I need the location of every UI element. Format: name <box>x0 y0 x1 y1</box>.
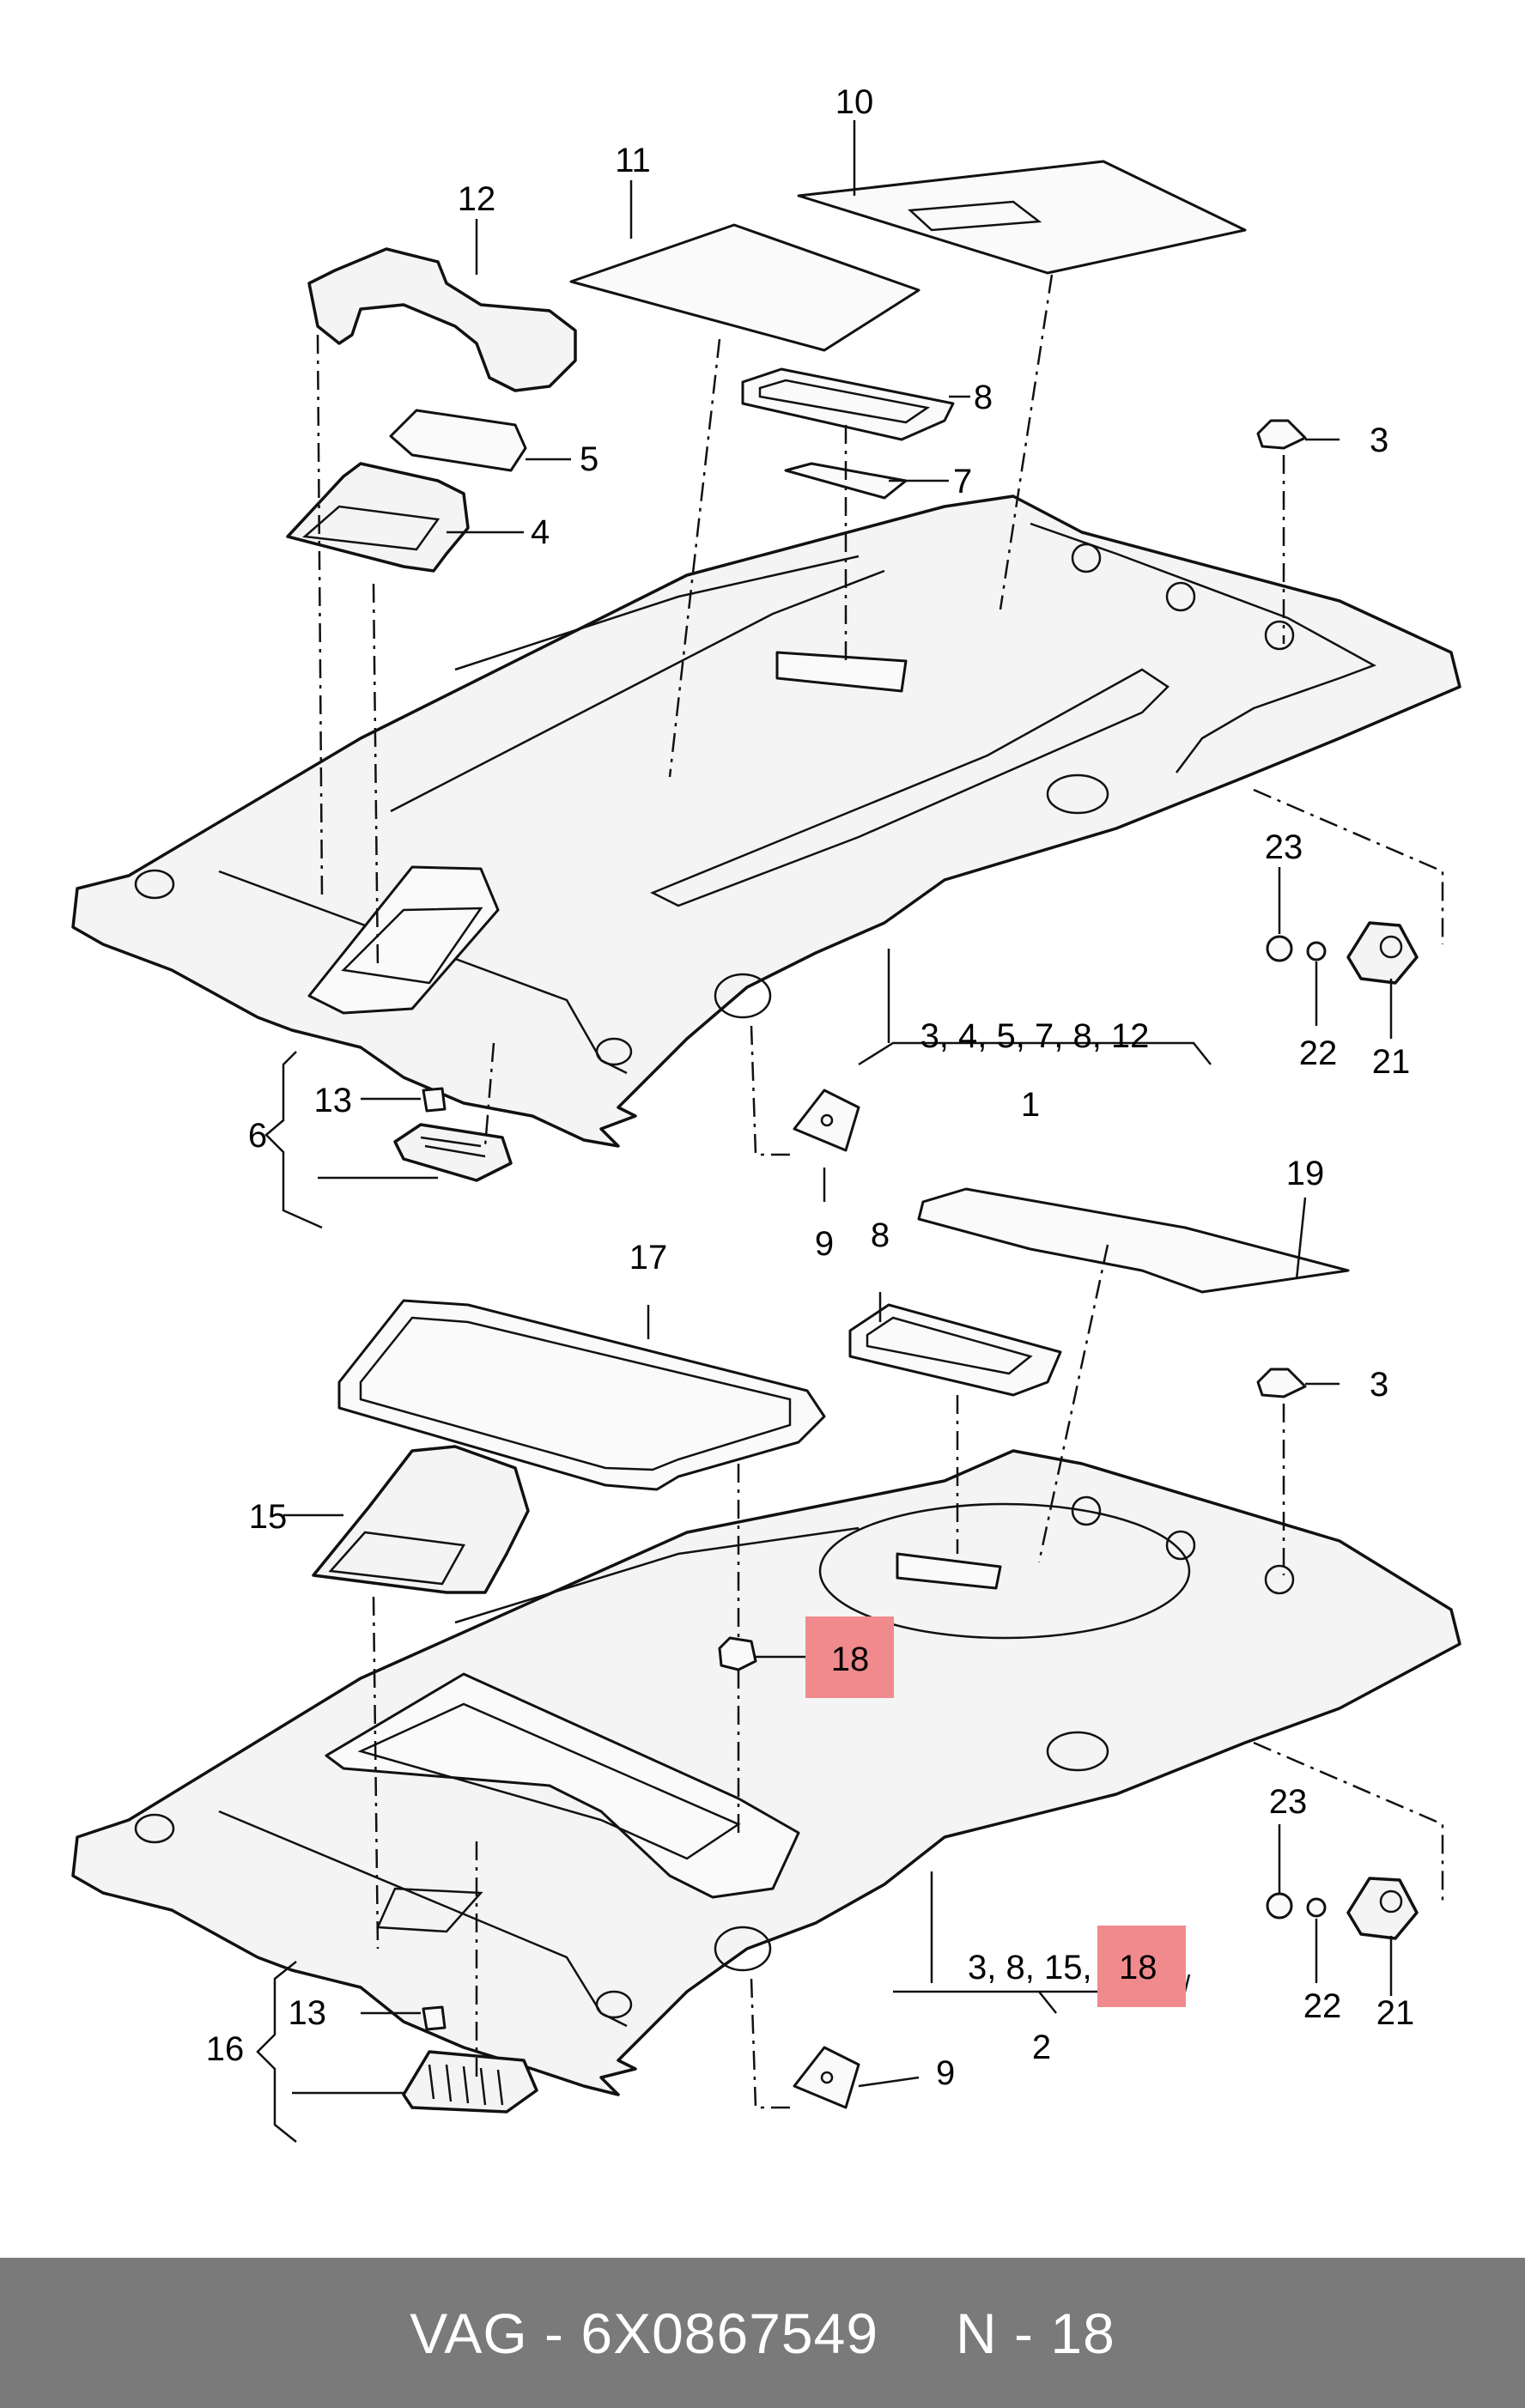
label-6: 6 <box>248 1117 267 1155</box>
label-1: 1 <box>1021 1086 1040 1124</box>
part-15-console <box>312 1445 530 1594</box>
label-3-lower: 3 <box>1370 1366 1388 1404</box>
part-5-clip <box>389 409 527 472</box>
part-17-seal <box>337 1299 826 1491</box>
lower-assembly <box>71 1187 1461 2143</box>
part-6-lamp-upper <box>393 1123 513 1182</box>
part-footer-bar: VAG - 6X0867549 N - 18 <box>0 2258 1525 2408</box>
highlight-18-group <box>1097 1926 1186 2007</box>
headliner-1 <box>71 494 1461 1148</box>
label-2: 2 <box>1032 2029 1051 2066</box>
label-4: 4 <box>531 513 550 551</box>
label-15: 15 <box>249 1498 288 1536</box>
upper-assembly <box>71 120 1461 1229</box>
group-2-parts: 3, 8, 15, <box>968 1949 1092 1986</box>
label-19: 19 <box>1286 1155 1325 1192</box>
callout-labels: 10 11 12 8 7 5 4 3 23 22 21 9 13 6 3, 4,… <box>206 83 1415 2092</box>
part-22-washer <box>1306 941 1327 961</box>
part-3-clip-upper <box>1256 419 1307 450</box>
label-13-lower: 13 <box>289 1994 327 2032</box>
label-8-upper: 8 <box>974 379 993 416</box>
label-5: 5 <box>580 440 598 478</box>
part-number: 6X0867549 <box>580 2301 879 2365</box>
part-13-clip-upper <box>422 1087 447 1113</box>
part-12-bracket <box>307 247 577 392</box>
part-11-insulation <box>569 223 920 352</box>
part-3-clip-lower <box>1256 1368 1307 1398</box>
diagram-position: N - 18 <box>956 2301 1115 2365</box>
highlight-18-callout <box>805 1616 894 1698</box>
part-23-cap <box>1266 935 1293 962</box>
label-9-lower: 9 <box>936 2054 955 2092</box>
group-2-parts-highlighted: 18 <box>1119 1949 1157 1986</box>
label-7: 7 <box>953 463 972 500</box>
label-3-upper: 3 <box>1370 422 1388 459</box>
label-16: 16 <box>206 2030 245 2068</box>
part-16-lamp <box>402 2050 538 2114</box>
part-4-console <box>286 462 470 573</box>
group-1-parts: 3, 4, 5, 7, 8, 12 <box>920 1017 1150 1055</box>
separator: - <box>544 2301 565 2365</box>
label-11: 11 <box>615 142 651 179</box>
label-9-upper: 9 <box>815 1225 834 1263</box>
part-9-plate-upper <box>793 1089 860 1152</box>
label-23-upper: 23 <box>1265 828 1303 866</box>
label-13-upper: 13 <box>314 1082 353 1119</box>
part-8-frame <box>741 367 955 441</box>
part-22-washer-lower <box>1306 1897 1327 1918</box>
part-9-plate-lower <box>793 2046 860 2109</box>
brand-name: VAG <box>410 2301 528 2365</box>
label-18-callout: 18 <box>831 1641 870 1678</box>
label-17: 17 <box>629 1239 668 1277</box>
part-19-pad <box>917 1187 1350 1294</box>
part-10-pad <box>797 160 1247 275</box>
parts-diagram: 10 11 12 8 7 5 4 3 23 22 21 9 13 6 3, 4,… <box>71 83 1461 2143</box>
part-13-clip-lower <box>422 2005 447 2031</box>
label-12: 12 <box>458 180 496 218</box>
label-22-lower: 22 <box>1303 1987 1342 2025</box>
part-18-clip <box>718 1636 757 1671</box>
label-23-lower: 23 <box>1269 1783 1308 1821</box>
label-8-lower: 8 <box>871 1216 890 1254</box>
headliner-2 <box>71 1449 1461 2096</box>
label-21-lower: 21 <box>1376 1994 1415 2032</box>
part-23-cap-lower <box>1266 1892 1293 1920</box>
label-10: 10 <box>835 83 874 121</box>
label-22-upper: 22 <box>1299 1034 1338 1072</box>
label-21-upper: 21 <box>1372 1043 1411 1081</box>
